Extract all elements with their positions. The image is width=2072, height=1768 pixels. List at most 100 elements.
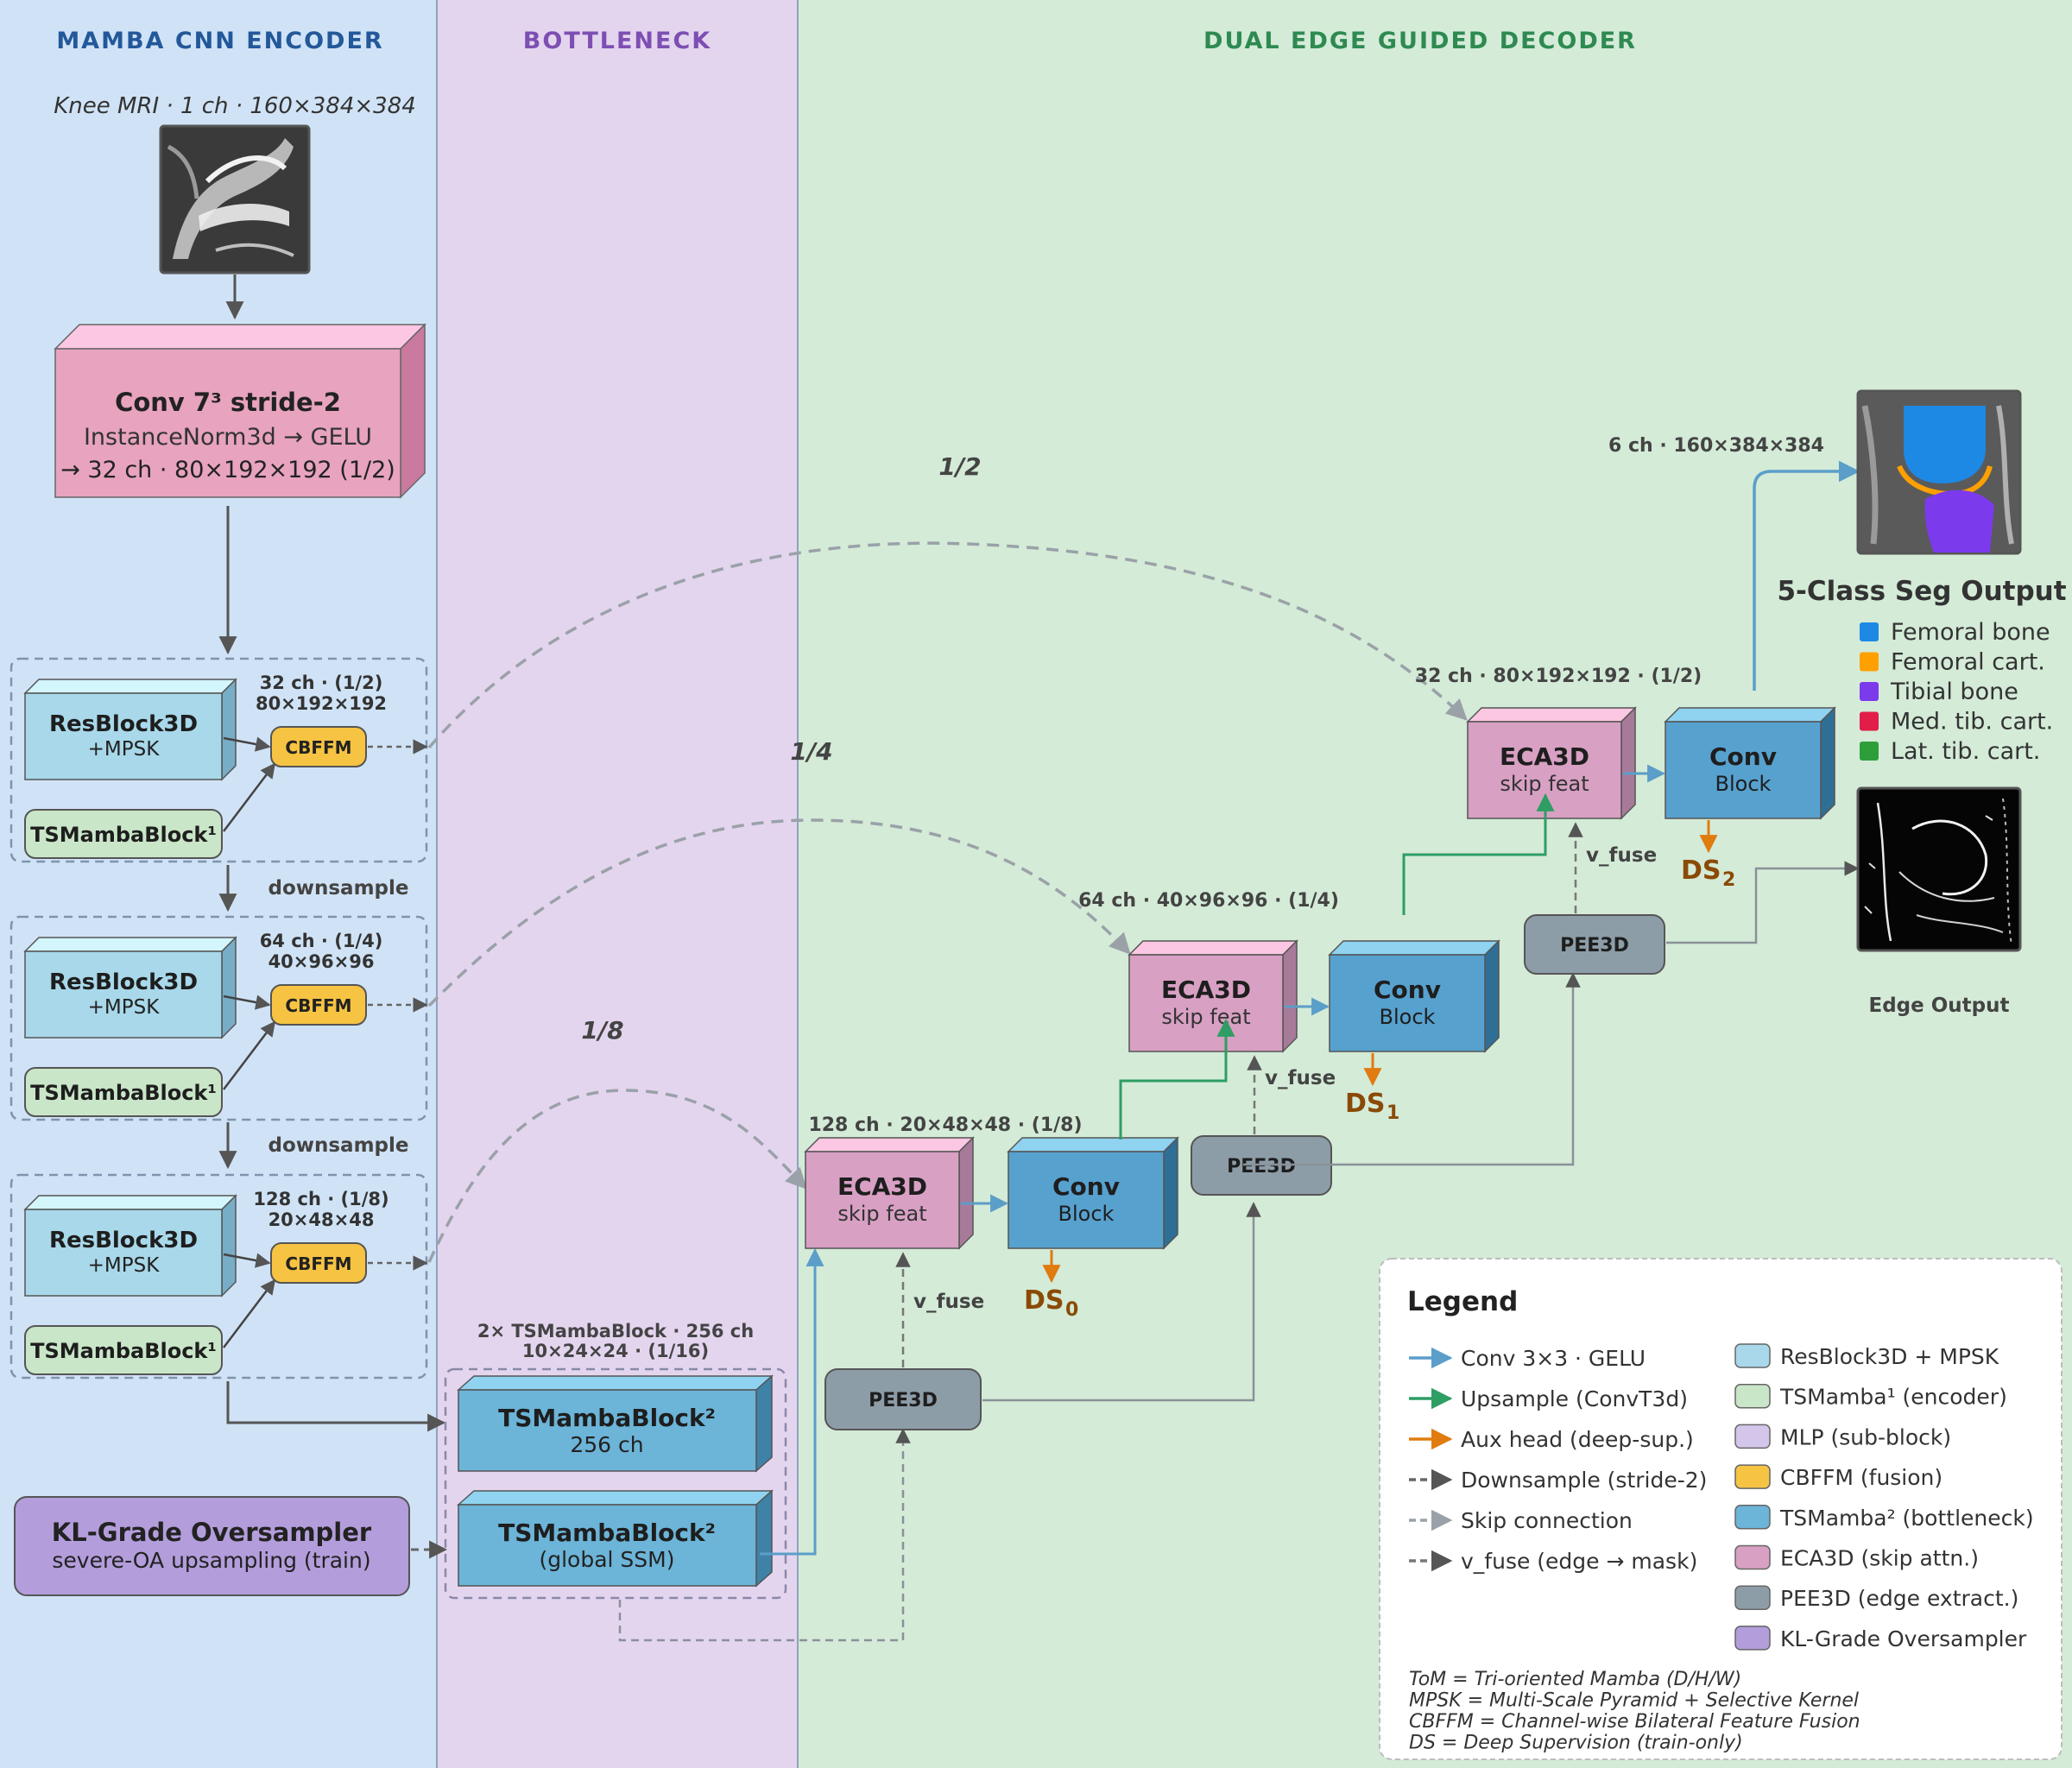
decoder-stage-caption: 32 ch · 80×192×192 · (1/2) [1415, 666, 1702, 687]
legend-swatch-entries: ResBlock3D + MPSK TSMamba¹ (encoder) MLP (… [1734, 1343, 2034, 1651]
legend-swatch [1734, 1585, 1771, 1610]
resblock-sub: +MPSK [88, 1254, 161, 1277]
bottleneck-caption2: 10×24×24 · (1/16) [522, 1341, 709, 1361]
legend-swatch-label: ResBlock3D + MPSK [1780, 1344, 1999, 1369]
mamba-to-cbffm-arrow [223, 762, 276, 832]
bottleneck-block2-sub: (global SSM) [539, 1547, 674, 1572]
seg-output-title: 5-Class Seg Output [1777, 576, 2066, 607]
stem-title: Conv 7³ stride-2 [115, 388, 341, 417]
legend-notes: ToM = Tri-oriented Mamba (D/H/W)MPSK = M… [1409, 1669, 1860, 1754]
eca3d-title: ECA3D [1500, 742, 1589, 771]
pee-chain-1 [982, 1202, 1261, 1402]
bottleneck-block1-title: TSMambaBlock² [498, 1404, 716, 1432]
legend-swatch [1734, 1343, 1771, 1368]
conv-title: Conv [1052, 1172, 1120, 1201]
cbffm-fusion [270, 1242, 367, 1284]
knee-mri-thumbnail [159, 124, 311, 275]
conv-block [1328, 939, 1500, 1053]
bottleneck-block1-sub: 256 ch [570, 1432, 643, 1457]
legend-note: ToM = Tri-oriented Mamba (D/H/W) [1409, 1669, 1741, 1690]
eca3d-sub: skip feat [837, 1202, 926, 1226]
seg-output-arrow [1753, 460, 1860, 691]
res-to-cbffm-arrow [223, 736, 271, 752]
legend-swatch [1734, 1544, 1771, 1570]
legend-line-label: Downsample (stride-2) [1461, 1468, 1707, 1493]
resblock-title: ResBlock3D [49, 1228, 198, 1253]
eca3d-title: ECA3D [1161, 976, 1251, 1004]
scale-label-1-8: 1/8 [581, 1016, 623, 1045]
resblock-sub: +MPSK [88, 738, 161, 761]
eca3d-sub: skip feat [1500, 772, 1589, 796]
resblock3d-mpsk [23, 678, 237, 781]
legend-swatch-label: MLP (sub-block) [1780, 1424, 1951, 1449]
stem-line1: InstanceNorm3d → GELU [84, 424, 372, 451]
eca3d-block [1466, 706, 1637, 820]
bottleneck-caption1: 2× TSMambaBlock · 256 ch [477, 1321, 754, 1342]
tsmamba1-label: TSMambaBlock¹ [30, 823, 217, 847]
upsample-arrow-1 [1119, 1018, 1235, 1140]
pee3d-label: PEE3D [869, 1390, 938, 1411]
encoder-to-bottleneck-arrow [226, 1381, 446, 1432]
legend-note: CBFFM = Channel-wise Bilateral Feature F… [1409, 1711, 1860, 1733]
class-color-swatch [1860, 652, 1879, 672]
class-label: Femoral cart. [1891, 649, 2045, 676]
bottleneck-to-decoder-arrow [760, 1247, 824, 1556]
scale-label-1-2: 1/2 [938, 452, 981, 481]
cbffm-fusion [270, 726, 367, 767]
stage-dims-1: 64 ch · (1/4) [260, 931, 383, 951]
class-label: Lat. tib. cart. [1891, 738, 2040, 765]
legend-line-label: v_fuse (edge → mask) [1461, 1549, 1697, 1574]
legend-line-label: Aux head (deep-sup.) [1461, 1427, 1694, 1452]
class-label: Femoral bone [1891, 619, 2050, 646]
legend-swatch-label: CBFFM (fusion) [1780, 1465, 1942, 1490]
scale-label-1-4: 1/4 [790, 737, 832, 766]
legend-swatch [1734, 1383, 1771, 1409]
legend-note: MPSK = Multi-Scale Pyramid + Selective K… [1409, 1690, 1859, 1712]
cbffm-fusion [270, 984, 367, 1026]
decoder-heading: DUAL EDGE GUIDED DECODER [1203, 28, 1637, 54]
edge-output-thumbnail [1856, 786, 2022, 952]
class-color-swatch [1860, 742, 1879, 761]
deep-supervision-label: DS [1024, 1285, 1064, 1316]
eca3d-sub: skip feat [1161, 1005, 1250, 1029]
bottleneck-block2-title: TSMambaBlock² [498, 1519, 716, 1547]
stem-line2: → 32 ch · 80×192×192 (1/2) [60, 457, 395, 483]
cbffm-label: CBFFM [285, 1253, 351, 1274]
tsmamba1-label: TSMambaBlock¹ [30, 1339, 217, 1363]
legend-line-label: Skip connection [1461, 1508, 1633, 1533]
cbffm-label: CBFFM [285, 995, 351, 1016]
legend-swatch-label: PEE3D (edge extract.) [1780, 1586, 2018, 1611]
skip-connection-1-4 [427, 818, 1131, 1007]
bottleneck-panel [437, 0, 798, 1768]
legend-swatch [1734, 1626, 1771, 1651]
encoder-stage-outline [9, 915, 428, 1121]
stage-dims-2: 40×96×96 [268, 951, 375, 972]
conv-sub: Block [1058, 1202, 1115, 1226]
deep-supervision-index: 1 [1387, 1102, 1399, 1124]
cbffm-label: CBFFM [285, 737, 351, 758]
tsmamba1-block [24, 809, 223, 859]
v-fuse-label: v_fuse [913, 1291, 984, 1313]
class-color-swatch [1860, 711, 1879, 731]
legend-swatch [1734, 1424, 1771, 1449]
tsmamba1-label: TSMambaBlock¹ [30, 1081, 217, 1105]
stem-conv-block [54, 323, 426, 499]
legend-swatch [1734, 1505, 1771, 1530]
stage-dims-1: 128 ch · (1/8) [253, 1189, 388, 1209]
pee3d-label: PEE3D [1227, 1156, 1296, 1178]
tsmamba2-block-1 [457, 1374, 774, 1473]
pee-to-edge-output [1666, 861, 1860, 944]
legend-title: Legend [1407, 1286, 1518, 1317]
legend-swatch-label: TSMamba¹ (encoder) [1779, 1385, 2007, 1410]
mamba-to-cbffm-arrow [223, 1279, 276, 1348]
resblock-sub: +MPSK [88, 996, 161, 1019]
skip-connection-1-2 [427, 541, 1468, 749]
class-label: Med. tib. cart. [1891, 709, 2053, 736]
v-fuse-label: v_fuse [1265, 1067, 1336, 1089]
pee-chain-2 [1243, 972, 1581, 1166]
input-caption: Knee MRI · 1 ch · 160×384×384 [54, 93, 416, 119]
deep-supervision-label: DS [1681, 856, 1721, 886]
